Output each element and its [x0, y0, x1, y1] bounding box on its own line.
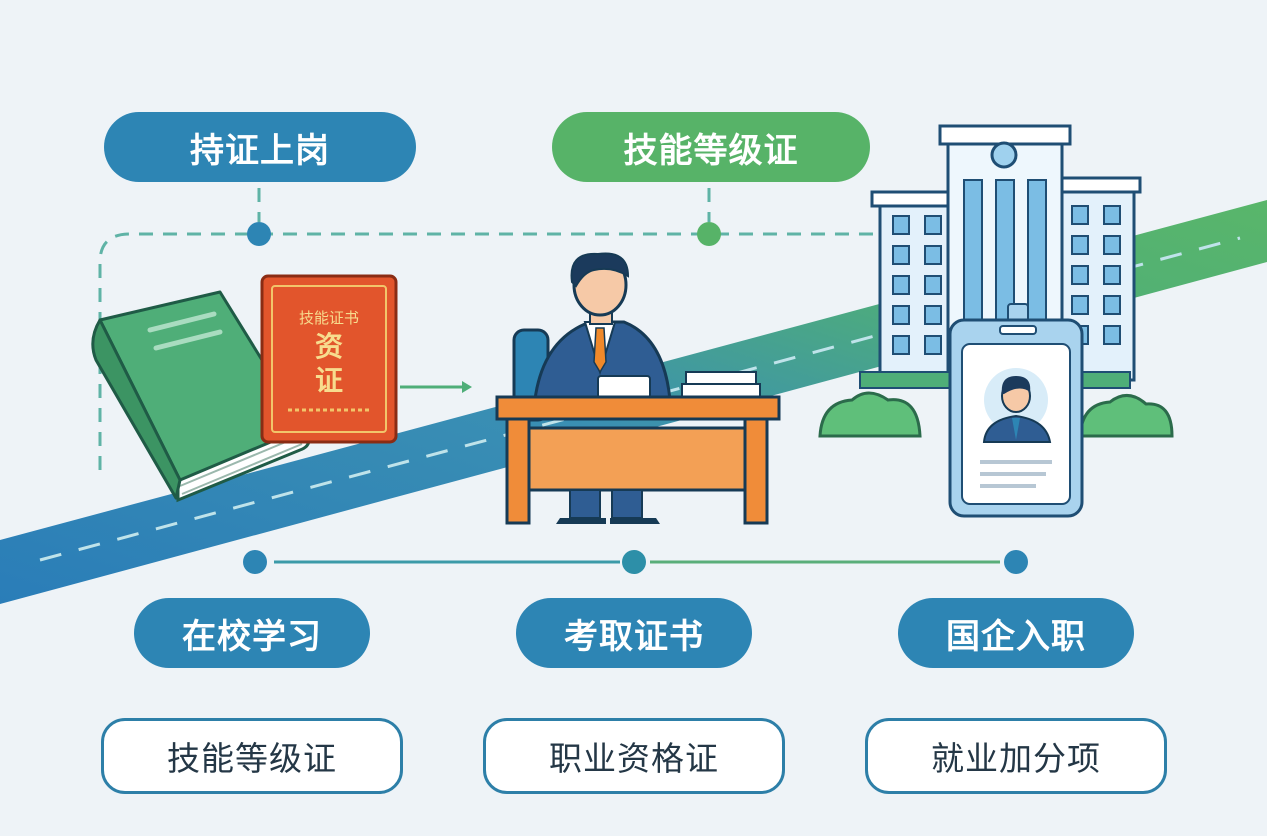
label-skill-level-cert: 技能等级证 [552, 112, 870, 182]
id-badge-icon [948, 303, 1084, 518]
certificate-icon: 技能证书 资 证 [260, 274, 398, 444]
arrow-right-icon [400, 381, 472, 393]
bottom-timeline [243, 550, 1028, 574]
stage-title-exam: 考取证书 [516, 598, 752, 668]
label-certified-work: 持证上岗 [104, 112, 416, 182]
top-node-center [697, 222, 721, 246]
stage-title-employment: 国企入职 [898, 598, 1134, 668]
caption-qualification-cert: 职业资格证 [483, 718, 785, 794]
office-worker-icon [495, 252, 781, 525]
caption-bonus-item: 就业加分项 [865, 718, 1167, 794]
bushes-icon [818, 391, 1174, 438]
top-dashed-connector [98, 188, 905, 470]
certificate-seal: 资 [315, 330, 343, 363]
certificate-heading: 技能证书 [299, 309, 359, 327]
caption-skill-cert: 技能等级证 [101, 718, 403, 794]
timeline-node-2 [622, 550, 646, 574]
timeline-node-3 [1004, 550, 1028, 574]
stage-title-study: 在校学习 [134, 598, 370, 668]
timeline-node-1 [243, 550, 267, 574]
certificate-big: 证 [315, 364, 343, 397]
top-node-left [247, 222, 271, 246]
